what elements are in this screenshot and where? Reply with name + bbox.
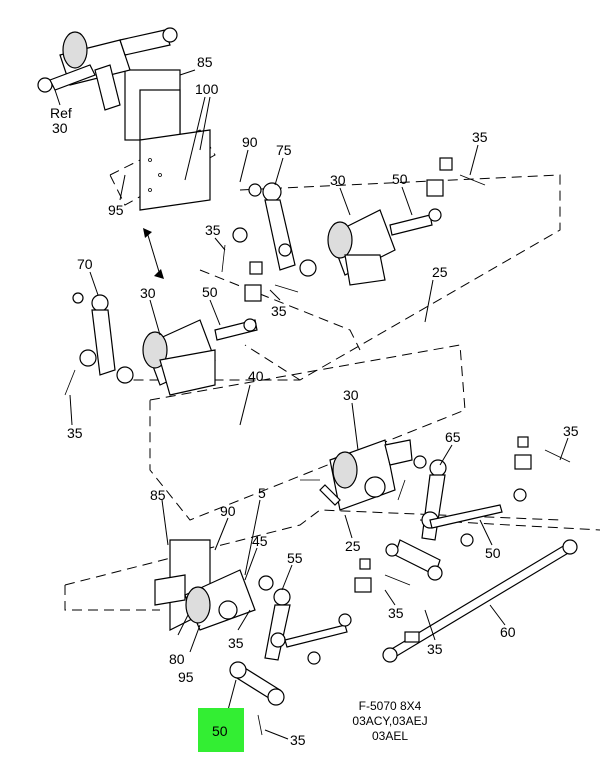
callout-95-lower: 95 <box>178 669 194 685</box>
callout-60: 60 <box>500 624 516 640</box>
right-arm-assembly <box>385 436 571 581</box>
leader-lines <box>54 69 569 740</box>
callout-95-top: 95 <box>108 202 124 218</box>
callout-30-ref: 30 <box>52 120 68 136</box>
callout-35-lower-mid: 35 <box>388 605 404 621</box>
callout-35-left: 35 <box>67 425 83 441</box>
caption-line-2: 03ACY,03AEJ <box>352 714 427 728</box>
callout-85-lower: 85 <box>150 487 166 503</box>
callout-35-lower-right: 35 <box>427 641 443 657</box>
callout-45: 45 <box>252 533 268 549</box>
callout-85-top: 85 <box>197 54 213 70</box>
callout-50-mid-left: 50 <box>202 284 218 300</box>
callout-25-upper: 25 <box>432 264 448 280</box>
callout-25-lower: 25 <box>345 538 361 554</box>
callout-labels: Ref 30 85 100 90 95 75 30 50 35 35 35 70… <box>50 54 579 748</box>
callout-90-lower: 90 <box>220 503 236 519</box>
callout-35-lower-left: 35 <box>228 635 244 651</box>
callout-55: 55 <box>287 550 303 566</box>
lower-left-valve-assembly <box>154 539 411 736</box>
callout-65: 65 <box>445 429 461 445</box>
caption-line-1: F-5070 8X4 <box>359 699 422 713</box>
callout-30-mid-left: 30 <box>140 285 156 301</box>
callout-70: 70 <box>77 256 93 272</box>
callout-35-top-right: 35 <box>472 129 488 145</box>
callout-80: 80 <box>169 651 185 667</box>
mid-left-valve-assembly <box>64 261 299 396</box>
callout-30-upper-right: 30 <box>330 172 346 188</box>
callout-50-lower-right: 50 <box>485 545 501 561</box>
highlighted-callout-box[interactable] <box>198 708 244 752</box>
caption-line-3: 03AEL <box>372 729 408 743</box>
center-valve-assembly <box>300 439 413 511</box>
callout-75: 75 <box>276 142 292 158</box>
callout-35-right: 35 <box>563 423 579 439</box>
callout-35-mid-left: 35 <box>205 222 221 238</box>
lower-frame-rail <box>64 344 601 611</box>
callout-50-highlight[interactable]: 50 <box>212 723 228 739</box>
figure-caption: F-5070 8X4 03ACY,03AEJ 03AEL <box>352 699 427 743</box>
tie-rod <box>382 539 578 663</box>
double-arrow <box>143 228 164 279</box>
callout-35-mid: 35 <box>271 303 287 319</box>
callout-100: 100 <box>195 81 219 97</box>
upper-right-valve-assembly <box>221 157 486 286</box>
callout-ref: Ref <box>50 105 72 121</box>
callout-35-bottom: 35 <box>290 732 306 748</box>
callout-5: 5 <box>258 485 266 501</box>
callout-50-upper-right: 50 <box>392 171 408 187</box>
callout-90-top: 90 <box>242 134 258 150</box>
callout-40: 40 <box>248 368 264 384</box>
callout-30-center: 30 <box>343 387 359 403</box>
